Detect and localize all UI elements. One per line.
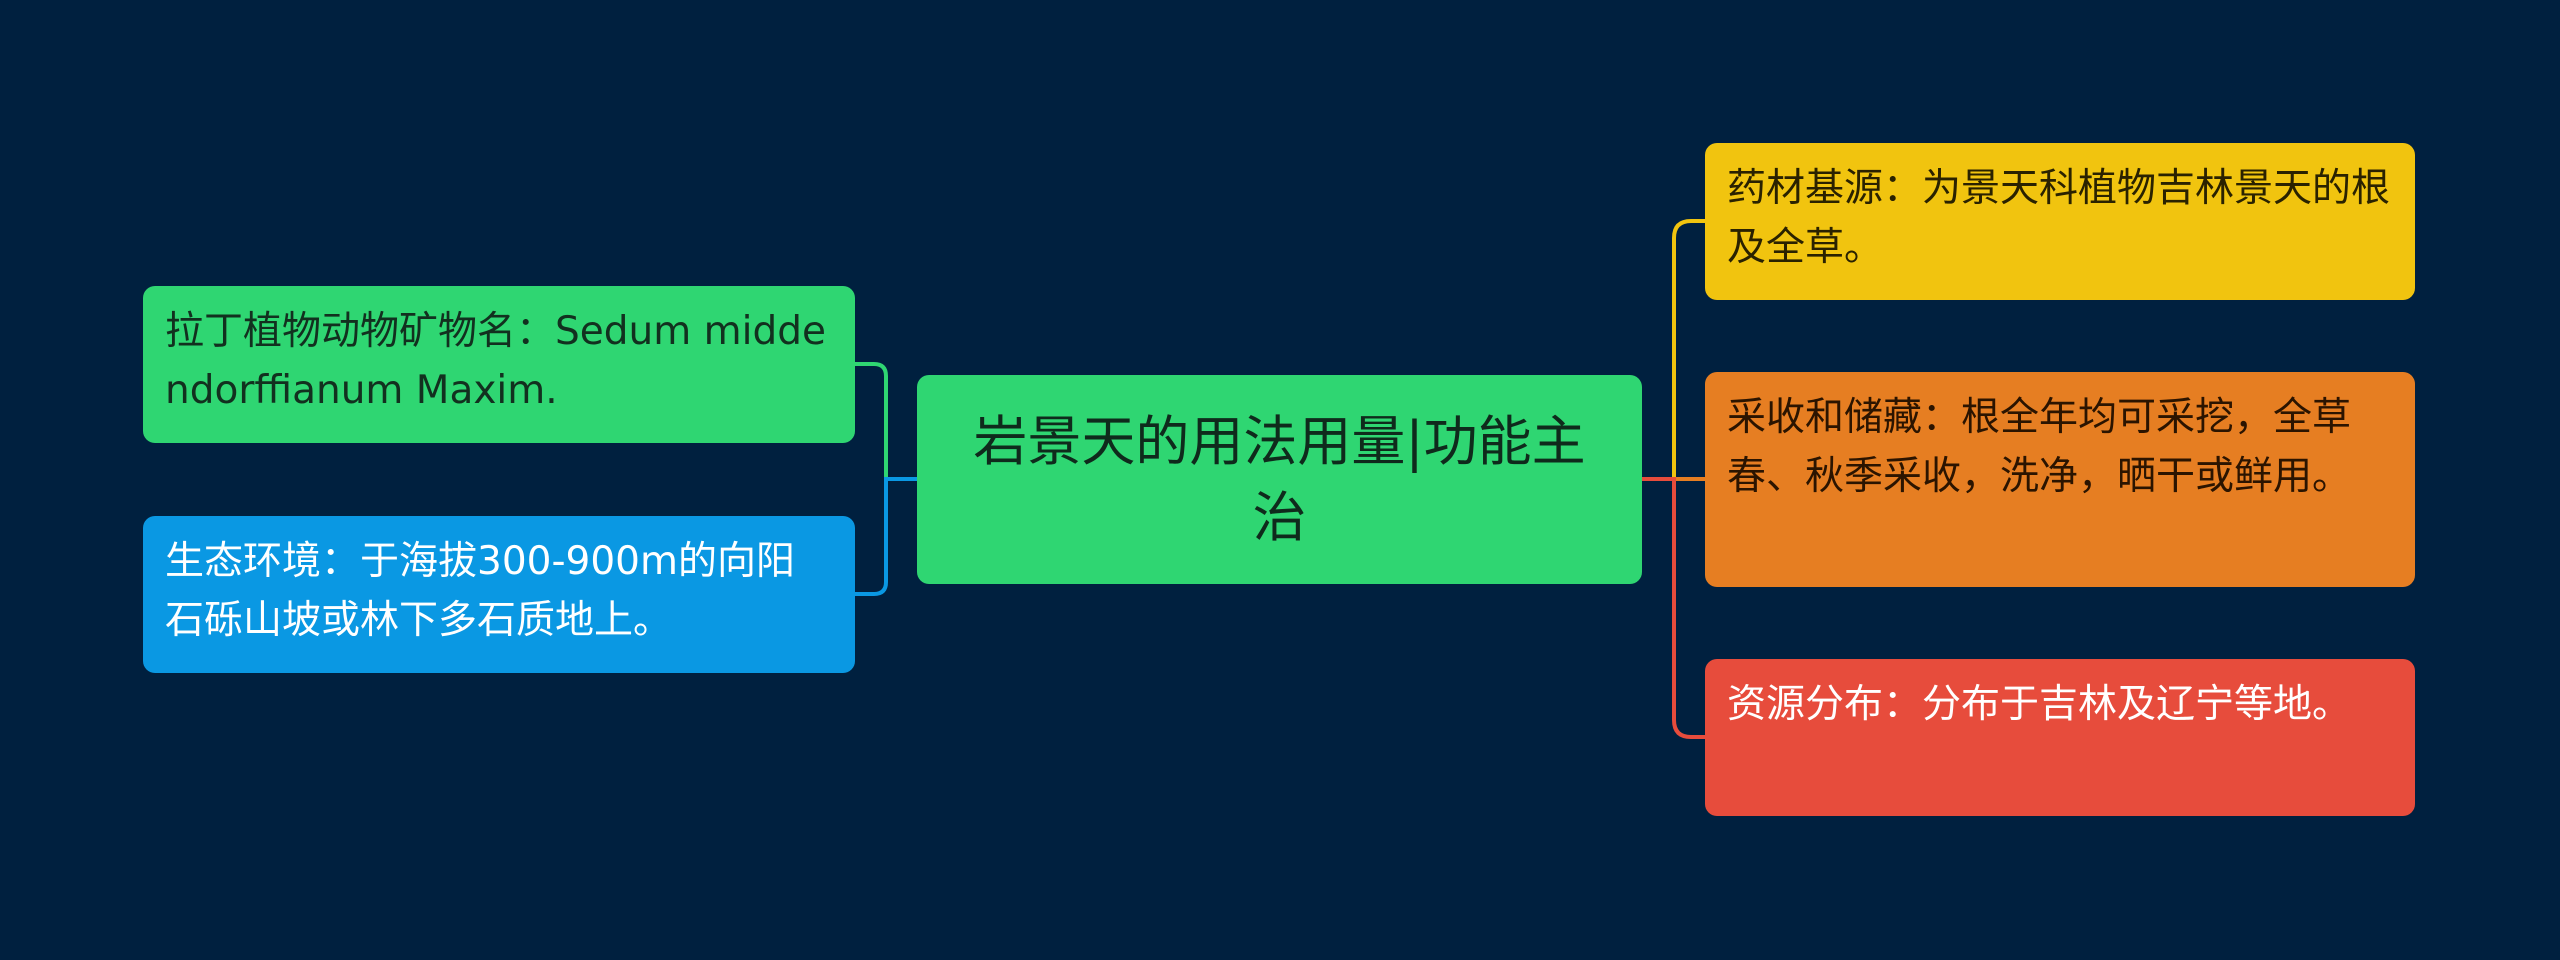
- branch-distribution-text: 资源分布：分布于吉林及辽宁等地。: [1727, 682, 2352, 727]
- central-topic-text: 岩景天的用法用量|功能主治: [973, 409, 1586, 549]
- connector-left-1: [855, 362, 917, 481]
- branch-habitat-text: 生态环境：于海拔300-900m的向阳石砾山坡或林下多石质地上。: [165, 539, 795, 643]
- branch-harvest-storage[interactable]: 采收和储藏：根全年均可采挖，全草春、秋季采收，洗净，晒干或鲜用。: [1705, 372, 2415, 587]
- branch-source-text: 药材基源：为景天科植物吉林景天的根及全草。: [1727, 166, 2391, 270]
- branch-source[interactable]: 药材基源：为景天科植物吉林景天的根及全草。: [1705, 143, 2415, 300]
- connector-right-3: [1642, 477, 1705, 739]
- branch-habitat[interactable]: 生态环境：于海拔300-900m的向阳石砾山坡或林下多石质地上。: [143, 516, 855, 673]
- connector-right-1: [1642, 219, 1705, 481]
- branch-distribution[interactable]: 资源分布：分布于吉林及辽宁等地。: [1705, 659, 2415, 816]
- connector-left-2: [855, 477, 917, 596]
- branch-latin-name-text: 拉丁植物动物矿物名：Sedum middendorffianum Maxim.: [165, 309, 826, 413]
- branch-latin-name[interactable]: 拉丁植物动物矿物名：Sedum middendorffianum Maxim.: [143, 286, 855, 443]
- central-topic[interactable]: 岩景天的用法用量|功能主治: [917, 375, 1642, 584]
- branch-harvest-storage-text: 采收和储藏：根全年均可采挖，全草春、秋季采收，洗净，晒干或鲜用。: [1727, 395, 2352, 499]
